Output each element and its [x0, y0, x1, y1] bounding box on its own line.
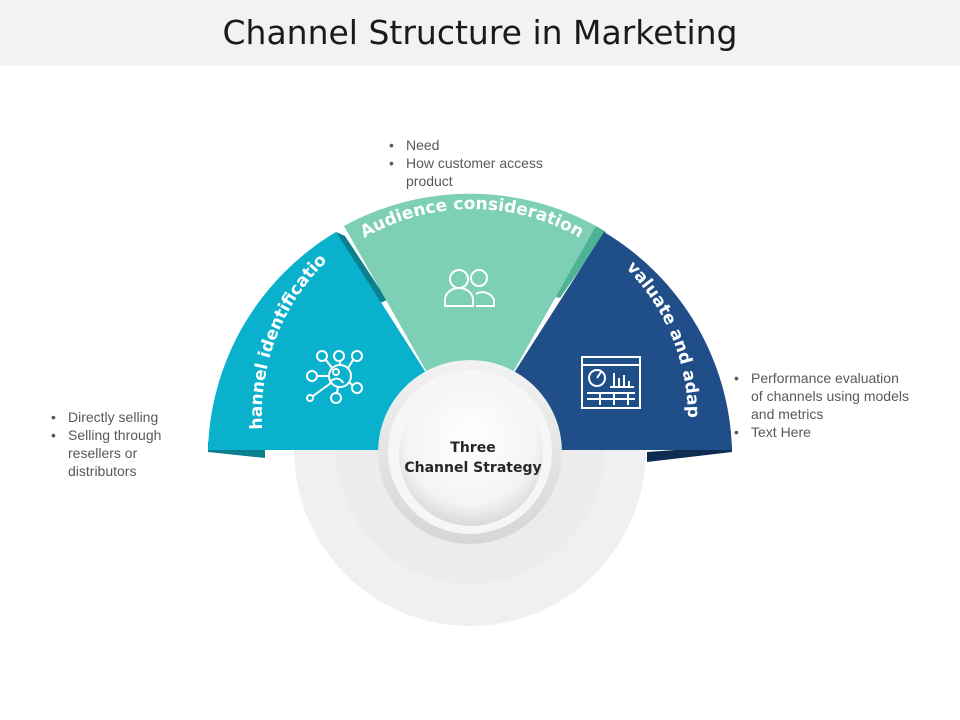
- segment-audience-consideration[interactable]: [344, 193, 596, 374]
- top-note-item: Need: [386, 136, 576, 154]
- top-note-item: How customer access product: [386, 154, 576, 190]
- title-bar: [0, 0, 960, 66]
- dashboard-icon: [581, 356, 641, 409]
- left-note-item: Selling through resellers or distributor…: [48, 426, 188, 480]
- center-circle: [399, 382, 543, 526]
- users-icon: [444, 269, 495, 307]
- left-note-list: Directly selling Selling through reselle…: [48, 408, 188, 480]
- segment-channel-identification[interactable]: [208, 232, 428, 450]
- top-note-list: Need How customer access product: [386, 136, 576, 190]
- network-icon: [306, 350, 363, 404]
- segment-shadow-left-edge: [336, 232, 387, 304]
- center-label-line-2: Channel Strategy: [404, 460, 541, 476]
- page-title: Channel Structure in Marketing: [222, 13, 738, 52]
- segment-evaluate-and-adapt[interactable]: [512, 232, 732, 450]
- right-note-list: Performance evaluation of channels using…: [731, 369, 911, 441]
- left-note-item: Directly selling: [48, 408, 188, 426]
- center-label-line-1: Three: [450, 440, 495, 456]
- right-note-item: Text Here: [731, 423, 911, 441]
- right-note-item: Performance evaluation of channels using…: [731, 369, 911, 423]
